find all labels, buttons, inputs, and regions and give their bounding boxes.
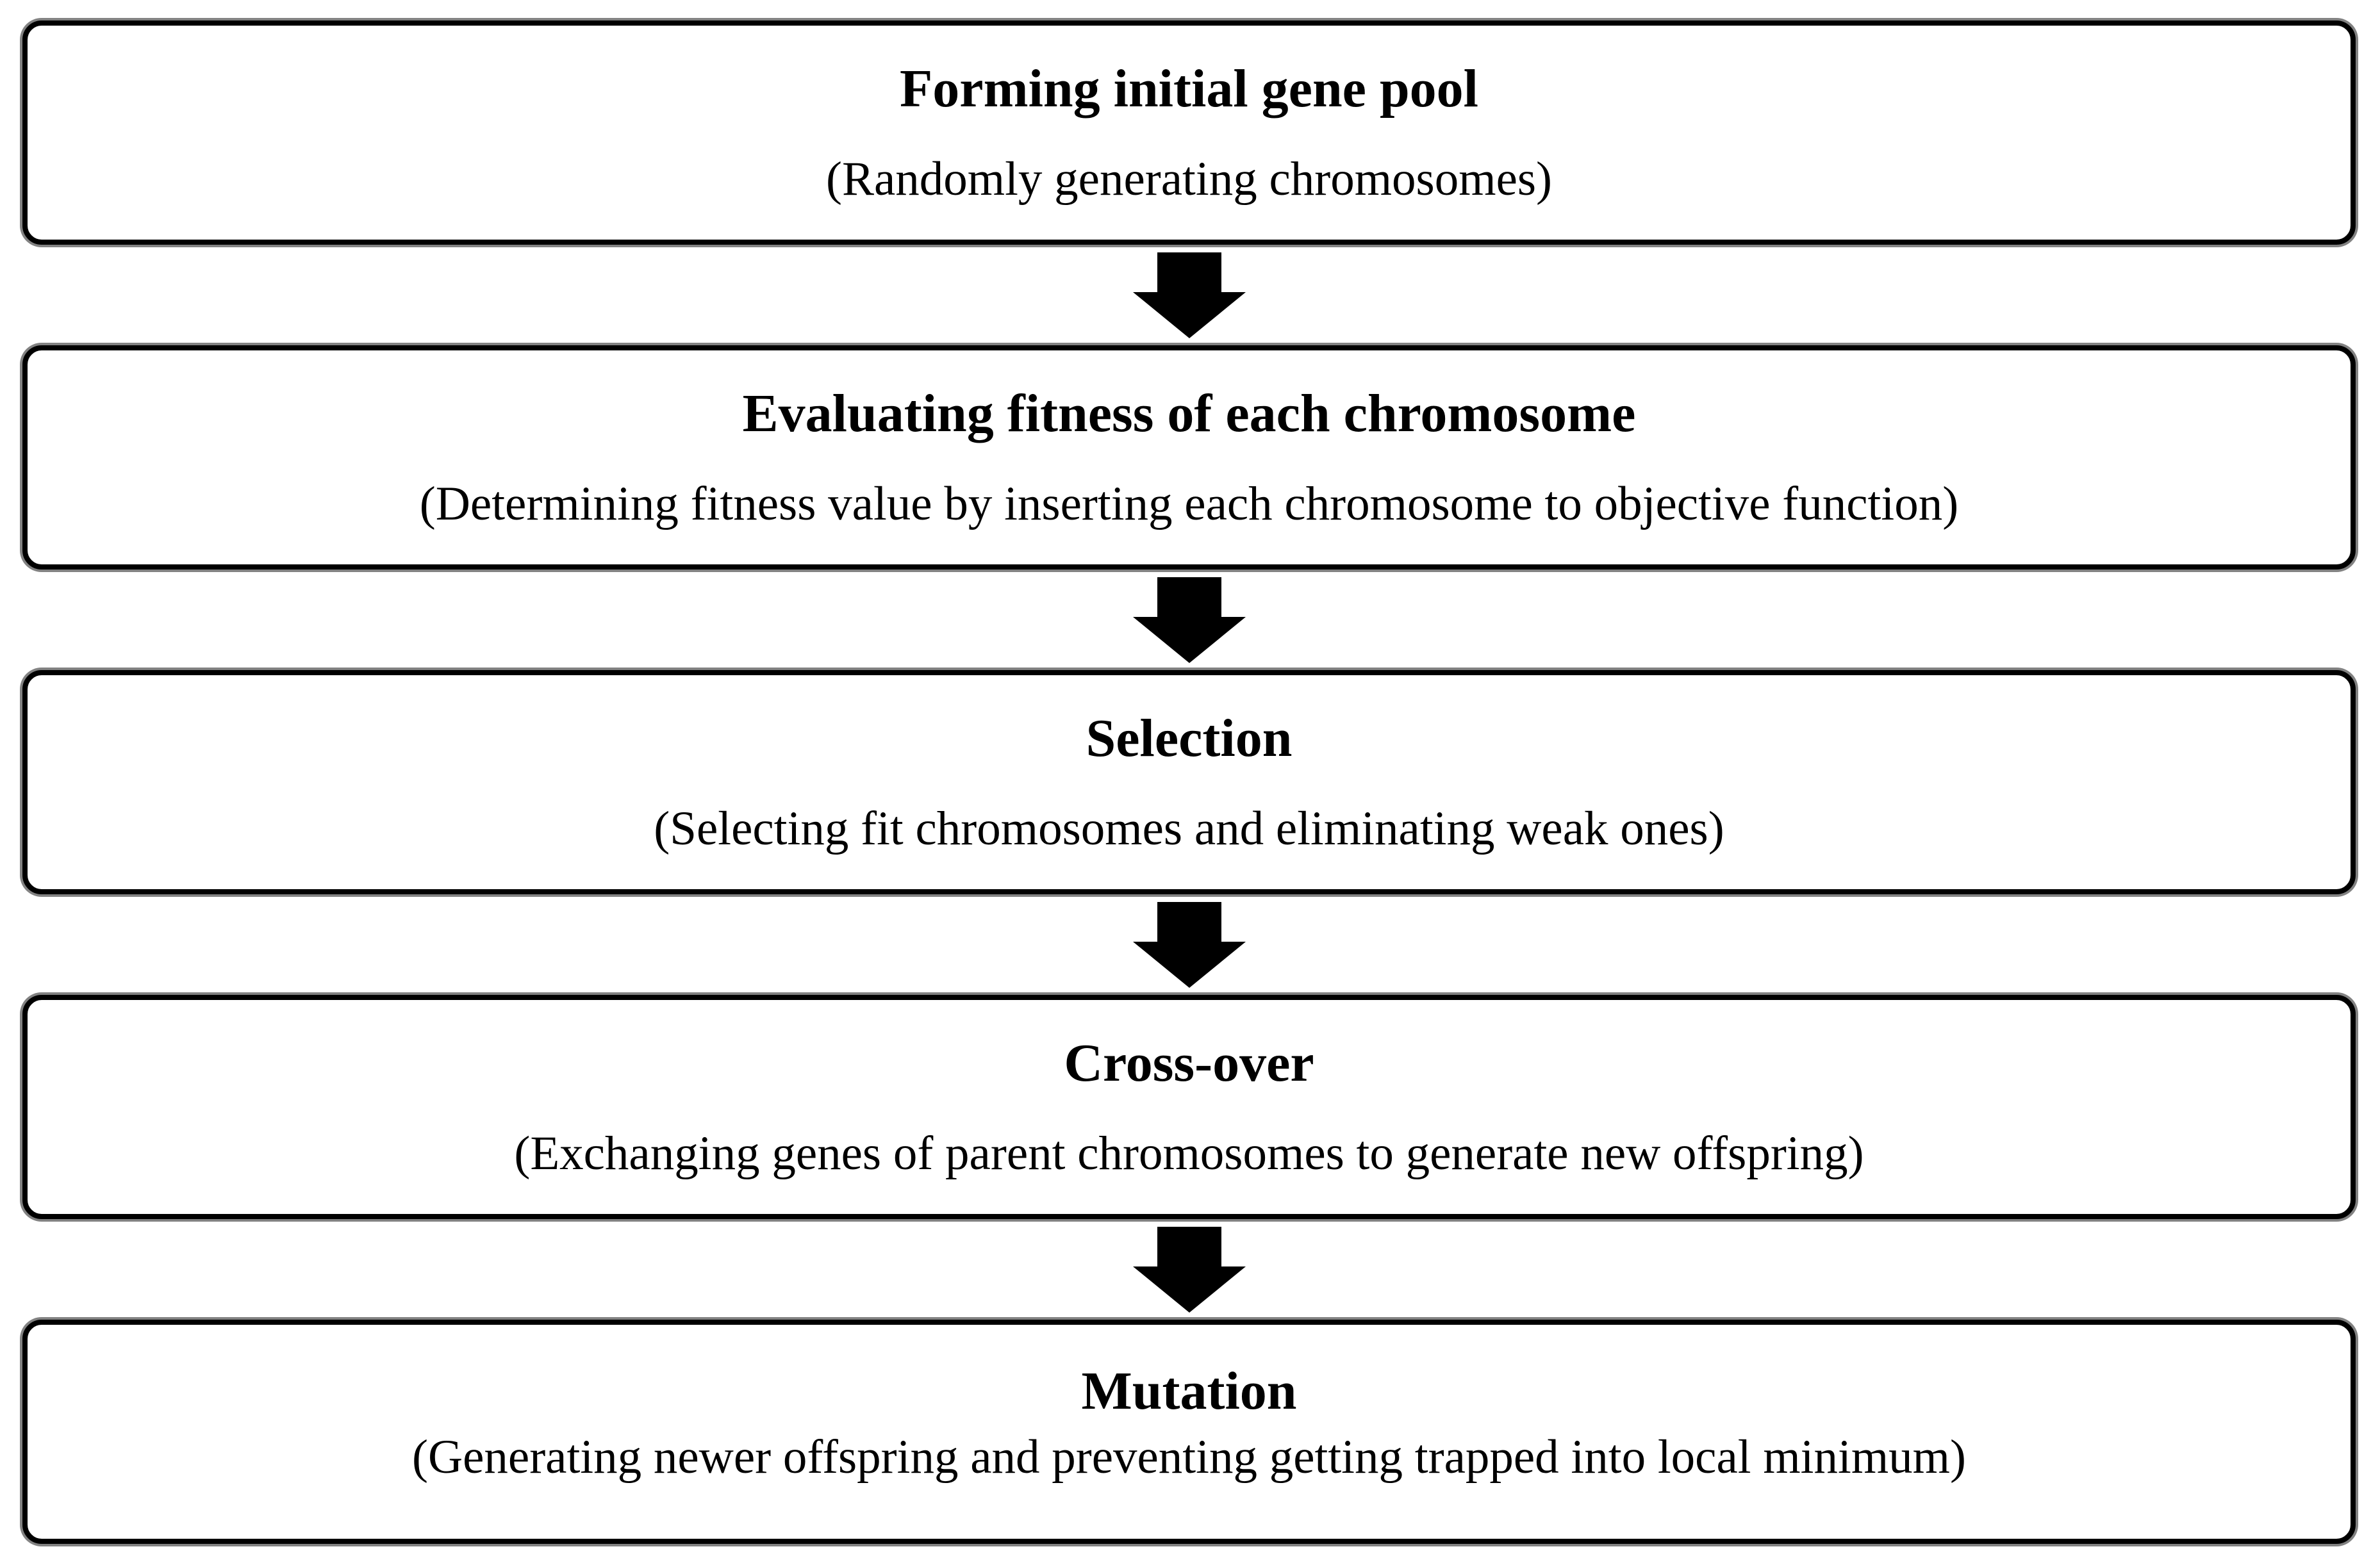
down-arrow-icon xyxy=(1132,1226,1246,1313)
step-subtitle: (Determining fitness value by inserting … xyxy=(419,477,1959,531)
step-subtitle: (Generating newer offspring and preventi… xyxy=(411,1430,1966,1484)
flow-connector xyxy=(22,894,2356,995)
step-subtitle: (Randomly generating chromosomes) xyxy=(825,152,1553,206)
step-title: Mutation xyxy=(1081,1361,1297,1421)
flow-step-mutation: Mutation (Generating newer offspring and… xyxy=(22,1320,2356,1544)
step-title: Selection xyxy=(1086,708,1293,768)
step-subtitle: (Exchanging genes of parent chromosomes … xyxy=(514,1127,1864,1181)
flow-step-forming-initial-gene-pool: Forming initial gene pool (Randomly gene… xyxy=(22,20,2356,245)
step-title: Forming initial gene pool xyxy=(900,58,1478,119)
step-subtitle: (Selecting fit chromosomes and eliminati… xyxy=(654,802,1724,856)
flow-connector xyxy=(22,1219,2356,1320)
flow-connector xyxy=(22,245,2356,345)
flow-connector xyxy=(22,570,2356,670)
down-arrow-icon xyxy=(1132,901,1246,988)
step-title: Evaluating fitness of each chromosome xyxy=(742,383,1636,443)
down-arrow-icon xyxy=(1132,577,1246,663)
flow-step-evaluating-fitness: Evaluating fitness of each chromosome (D… xyxy=(22,345,2356,570)
step-title: Cross-over xyxy=(1064,1033,1314,1093)
flow-step-selection: Selection (Selecting fit chromosomes and… xyxy=(22,670,2356,894)
flow-step-cross-over: Cross-over (Exchanging genes of parent c… xyxy=(22,995,2356,1219)
down-arrow-icon xyxy=(1132,252,1246,338)
